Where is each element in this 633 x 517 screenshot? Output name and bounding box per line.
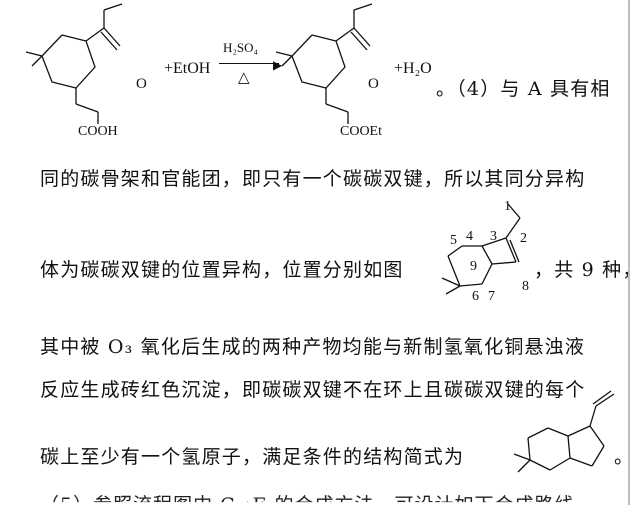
product-ester-label: COOEt xyxy=(340,124,382,139)
paragraph-line-2: 同的碳骨架和官能团，即只有一个碳碳双键，所以其同分异构 xyxy=(40,168,586,190)
reaction-arrow-head-icon: ▶ xyxy=(273,58,283,72)
reactant-acid-label: COOH xyxy=(78,124,118,139)
plus-ethanol: +EtOH xyxy=(164,60,211,77)
line1-tail: 。（4）与 A 具有相 xyxy=(436,78,611,100)
atom-label-3: 3 xyxy=(490,229,497,244)
methyl-bond-a xyxy=(31,55,43,67)
answer-structure xyxy=(513,390,615,473)
paragraph-line-6: 碳上至少有一个氢原子，满足条件的结构简式为 xyxy=(40,446,465,468)
paragraph-line-5: 反应生成砖红色沉淀，即碳碳双键不在环上且碳碳双键的每个 xyxy=(40,379,586,401)
product-structure: O COOEt xyxy=(275,3,382,139)
paragraph-line-3-start: 体为碳碳双键的位置异构，位置分别如图 xyxy=(40,259,404,281)
reactant-structure: O COOH xyxy=(25,3,147,139)
page-edge-rule xyxy=(628,0,630,505)
numbered-isomer-structure: 1 2 3 4 5 6 7 8 9 xyxy=(441,199,529,304)
catalyst-label: H₂SO₄ xyxy=(223,40,259,55)
atom-label-7: 7 xyxy=(488,289,495,304)
reaction-arrow-line xyxy=(219,63,279,64)
product-oxygen-label: O xyxy=(368,76,379,92)
reactant-oxygen-label: O xyxy=(136,76,147,92)
paragraph-line-3-end: ，共 9 种， xyxy=(534,259,633,281)
atom-label-6: 6 xyxy=(472,289,479,304)
paragraph-line-4: 其中被 O₃ 氧化后生成的两种产物均能与新制氢氧化铜悬浊液 xyxy=(40,336,586,358)
paragraph-line-7-partial: （5）参照流程图中 C→E 的合成方法，可设计如下合成路线 xyxy=(40,494,575,516)
paragraph-line-6-end: 。 xyxy=(614,446,633,468)
methyl-bond-b xyxy=(25,51,43,57)
atom-label-8: 8 xyxy=(522,279,529,294)
atom-label-1: 1 xyxy=(504,199,511,214)
atom-label-4: 4 xyxy=(466,229,473,244)
atom-label-9: 9 xyxy=(470,259,477,274)
heat-symbol: △ xyxy=(238,68,250,86)
atom-label-5: 5 xyxy=(450,233,457,248)
plus-water: +H₂O xyxy=(394,60,432,77)
atom-label-2: 2 xyxy=(520,231,527,246)
